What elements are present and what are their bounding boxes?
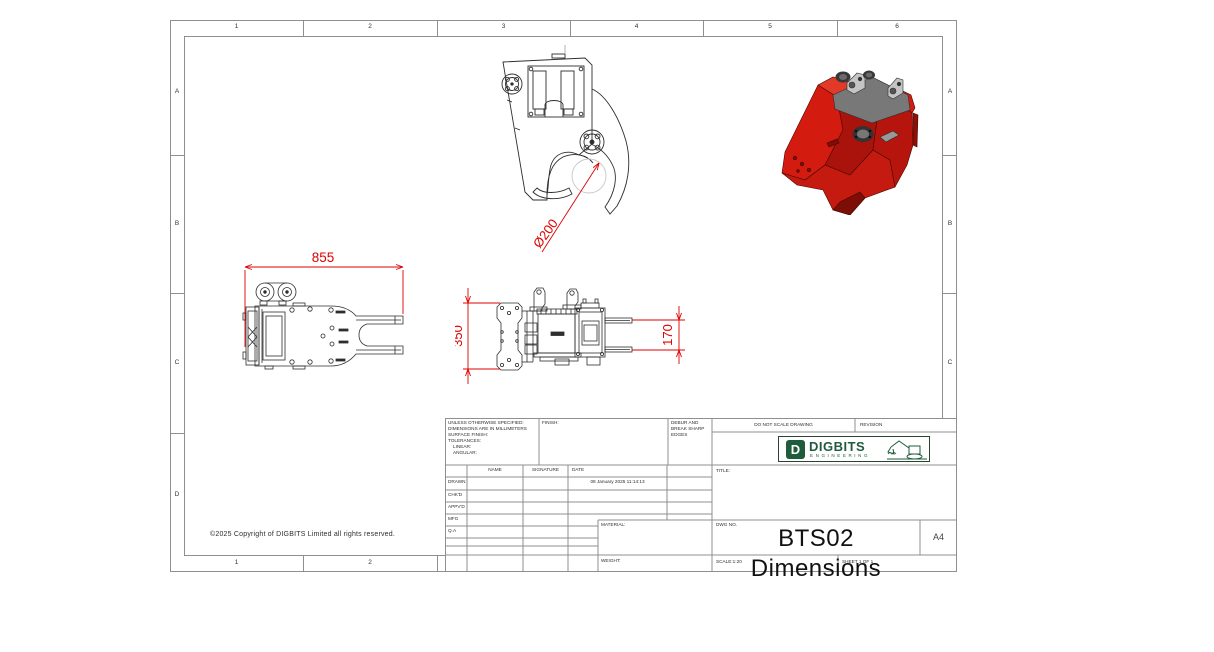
row-label-appvd: APPV'D <box>448 504 465 509</box>
do-not-scale-note: DO NOT SCALE DRAWING <box>754 422 813 427</box>
iso-pivot-hubs <box>835 70 875 142</box>
digbits-logo: D DIGBITS ENGINEERING <box>778 436 930 462</box>
drawn-date: 08 January 2025 11:14:13 <box>590 479 645 484</box>
zone-top-1: 1 <box>234 23 239 30</box>
digbits-monogram: D <box>786 440 805 459</box>
spec-notes: UNLESS OTHERWISE SPECIFIED: DIMENSIONS A… <box>448 420 527 455</box>
header-name: NAME <box>488 467 502 472</box>
zone-bottom-2: 2 <box>368 559 372 566</box>
zone-left-b: B <box>174 220 180 227</box>
zone-right-c: C <box>947 359 953 366</box>
zone-right-b: B <box>947 220 953 227</box>
plan-view-outline <box>242 282 404 370</box>
title-block-grid <box>445 418 957 572</box>
excavator-icon <box>887 440 927 460</box>
digbits-brand-text: DIGBITS <box>809 439 866 454</box>
side-view-outline <box>501 45 630 215</box>
dimension-diameter-200: Ø200 <box>530 216 561 251</box>
iso-mount-bracket <box>832 72 911 143</box>
debur-note: DEBUR AND BREAK SHARP EDGES <box>671 420 705 437</box>
zone-right-a: A <box>947 88 953 95</box>
row-label-mfg: MFG <box>448 516 459 521</box>
paper-size-label: A4 <box>932 532 944 542</box>
width-dimension <box>632 306 685 364</box>
sheet-label: SHEET 1 OF 1 <box>842 559 874 564</box>
title-label: TITLE: <box>716 468 731 473</box>
zone-top-2: 2 <box>368 23 372 30</box>
zone-bottom-1: 1 <box>234 559 239 566</box>
row-label-qa: Q.A <box>448 528 457 533</box>
dimension-855: 855 <box>312 250 335 265</box>
row-label-drawn: DRAWN <box>448 479 466 484</box>
header-date: DATE <box>572 467 585 472</box>
row-label-chkd: CHK'D <box>448 492 463 497</box>
iso-view-render <box>781 70 919 215</box>
dimension-350: 350 <box>455 325 465 347</box>
zone-left-a: A <box>174 88 180 95</box>
title-block: UNLESS OTHERWISE SPECIFIED: DIMENSIONS A… <box>445 418 957 582</box>
dimension-170: 170 <box>660 324 675 346</box>
height-dimension <box>463 288 500 384</box>
zone-left-d: D <box>174 491 180 498</box>
zone-left-c: C <box>174 359 180 366</box>
zone-top-3: 3 <box>501 23 506 30</box>
iso-red-body <box>781 76 919 215</box>
scale-label: SCALE:1:20 <box>716 559 742 564</box>
digbits-subtitle-text: ENGINEERING <box>810 453 871 458</box>
plan-view-drawing: 855 <box>242 250 404 370</box>
side-view-drawing: Ø200 <box>501 45 630 253</box>
zone-top-5: 5 <box>768 23 772 30</box>
finish-label: FINISH: <box>542 420 559 425</box>
front-view-drawing: 350 170 <box>455 287 685 384</box>
front-view-outline <box>496 287 633 371</box>
diameter-dimension <box>541 162 600 253</box>
dwg-no-label: DWG NO. <box>716 522 738 527</box>
weight-label: WEIGHT: <box>601 558 621 563</box>
jaw-circle-reference <box>571 158 607 194</box>
header-signature: SIGNATURE <box>532 467 559 472</box>
drawing-title: BTS02 Dimensions <box>750 525 882 582</box>
zone-top-6: 6 <box>895 23 899 30</box>
zone-top-4: 4 <box>634 23 639 30</box>
material-label: MATERIAL: <box>601 522 626 527</box>
copyright-note: ©2025 Copyright of DIGBITS Limited all r… <box>210 531 396 538</box>
revision-label: REVISION <box>860 422 883 427</box>
length-dimension <box>244 264 404 347</box>
